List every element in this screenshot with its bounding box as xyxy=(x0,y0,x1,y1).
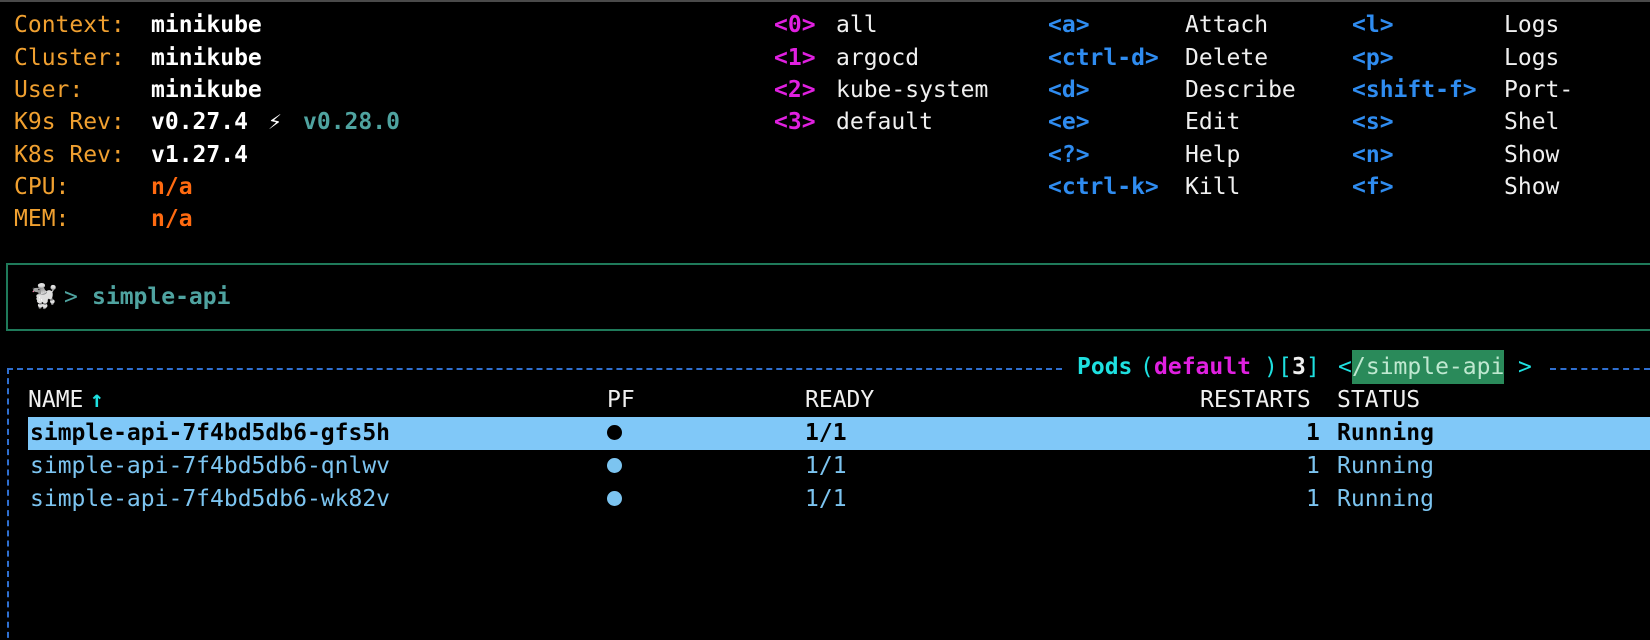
column-header-ready[interactable]: READY xyxy=(805,387,875,413)
command-prompt[interactable]: 🐩 > simple-api xyxy=(6,263,1650,331)
cluster-label: Cluster: xyxy=(14,45,125,71)
pod-status: Running xyxy=(1337,453,1434,479)
prompt-input-text[interactable]: simple-api xyxy=(92,284,231,310)
hotkey-logs-previous-desc: Logs xyxy=(1504,45,1560,71)
hotkey-port-forward-key[interactable]: <shift-f> xyxy=(1352,77,1477,103)
column-header-name[interactable]: NAME xyxy=(28,387,84,413)
k9s-rev-value: v0.27.4 xyxy=(151,109,248,135)
namespace-key-2[interactable]: <2> xyxy=(774,77,816,103)
column-header-restarts[interactable]: RESTARTS xyxy=(1200,387,1311,413)
pod-status: Running xyxy=(1337,486,1434,512)
k8s-rev-label: K8s Rev: xyxy=(14,142,125,168)
pod-name: simple-api-7f4bd5db6-gfs5h xyxy=(30,420,391,446)
hotkey-delete-key[interactable]: <ctrl-d> xyxy=(1048,45,1159,71)
hotkey-describe-desc: Describe xyxy=(1185,77,1296,103)
table-title-open-bracket: [ xyxy=(1278,354,1292,380)
hotkey-show-node-key[interactable]: <n> xyxy=(1352,142,1394,168)
pod-name: simple-api-7f4bd5db6-qnlwv xyxy=(30,453,391,479)
hotkey-logs-desc: Logs xyxy=(1504,12,1560,38)
hotkey-show-pf-desc: Show xyxy=(1504,174,1560,200)
pod-ready: 1/1 xyxy=(805,453,847,479)
namespace-key-1[interactable]: <1> xyxy=(774,45,816,71)
namespace-all[interactable]: all xyxy=(836,12,878,38)
table-title-resource: Pods xyxy=(1077,354,1133,380)
table-title-close-paren: ) xyxy=(1264,354,1278,380)
table-title-close-bracket: ] xyxy=(1306,354,1320,380)
column-header-status[interactable]: STATUS xyxy=(1337,387,1421,413)
table-row[interactable]: simple-api-7f4bd5db6-wk82v 1/1 1 Running xyxy=(28,483,1650,516)
hotkey-attach-key[interactable]: <a> xyxy=(1048,12,1090,38)
k9s-rev-label: K9s Rev: xyxy=(14,109,125,135)
namespace-key-0[interactable]: <0> xyxy=(774,12,816,38)
cpu-value: n/a xyxy=(151,174,193,200)
namespace-default[interactable]: default xyxy=(836,109,933,135)
hotkey-edit-desc: Edit xyxy=(1185,109,1241,135)
hotkey-show-node-desc: Show xyxy=(1504,142,1560,168)
table-frame-left xyxy=(7,368,9,640)
k9s-upgrade-version: v0.28.0 xyxy=(303,109,400,135)
hotkey-kill-key[interactable]: <ctrl-k> xyxy=(1048,174,1159,200)
mem-label: MEM: xyxy=(14,206,70,232)
table-title-namespace: default xyxy=(1154,354,1251,380)
namespace-kube-system[interactable]: kube-system xyxy=(836,77,989,103)
lightning-icon: ⚡ xyxy=(268,109,282,135)
sort-ascending-icon: ↑ xyxy=(90,387,104,413)
table-frame-top-left xyxy=(7,368,1062,370)
table-frame-top-right xyxy=(1550,368,1650,370)
hotkey-delete-desc: Delete xyxy=(1185,45,1269,71)
prompt-caret: > xyxy=(64,284,78,310)
hotkey-shell-key[interactable]: <s> xyxy=(1352,109,1394,135)
table-title-open-paren: ( xyxy=(1140,354,1154,380)
hotkey-logs-key[interactable]: <l> xyxy=(1352,12,1394,38)
user-value: minikube xyxy=(151,77,262,103)
hotkey-show-pf-key[interactable]: <f> xyxy=(1352,174,1394,200)
port-forward-indicator-icon xyxy=(607,450,622,483)
namespace-key-3[interactable]: <3> xyxy=(774,109,816,135)
poodle-icon: 🐩 xyxy=(30,284,59,310)
hotkey-shell-desc: Shel xyxy=(1504,109,1560,135)
context-label: Context: xyxy=(14,12,125,38)
hotkey-attach-desc: Attach xyxy=(1185,12,1269,38)
hotkey-port-forward-desc: Port- xyxy=(1504,77,1574,103)
pod-status: Running xyxy=(1337,420,1434,446)
pod-restarts: 1 xyxy=(1306,420,1320,446)
cluster-value: minikube xyxy=(151,45,262,71)
hotkey-kill-desc: Kill xyxy=(1185,174,1241,200)
pod-ready: 1/1 xyxy=(805,420,847,446)
pod-ready: 1/1 xyxy=(805,486,847,512)
hotkey-help-desc: Help xyxy=(1185,142,1241,168)
hotkey-logs-previous-key[interactable]: <p> xyxy=(1352,45,1394,71)
context-value: minikube xyxy=(151,12,262,38)
port-forward-indicator-icon xyxy=(607,417,622,450)
filter-open-bracket: < xyxy=(1338,354,1352,380)
hotkey-help-key[interactable]: <?> xyxy=(1048,142,1090,168)
user-label: User: xyxy=(14,77,84,103)
filter-close-bracket: > xyxy=(1518,354,1532,380)
k8s-rev-value: v1.27.4 xyxy=(151,142,248,168)
pod-restarts: 1 xyxy=(1306,453,1320,479)
pod-restarts: 1 xyxy=(1306,486,1320,512)
mem-value: n/a xyxy=(151,206,193,232)
active-filter: /simple-api xyxy=(1352,350,1505,384)
hotkey-edit-key[interactable]: <e> xyxy=(1048,109,1090,135)
table-row[interactable]: simple-api-7f4bd5db6-gfs5h 1/1 1 Running xyxy=(28,417,1650,450)
column-header-pf[interactable]: PF xyxy=(607,387,635,413)
cpu-label: CPU: xyxy=(14,174,70,200)
pod-name: simple-api-7f4bd5db6-wk82v xyxy=(30,486,391,512)
hotkey-describe-key[interactable]: <d> xyxy=(1048,77,1090,103)
table-title-count: 3 xyxy=(1292,354,1306,380)
table-row[interactable]: simple-api-7f4bd5db6-qnlwv 1/1 1 Running xyxy=(28,450,1650,483)
namespace-argocd[interactable]: argocd xyxy=(836,45,920,71)
port-forward-indicator-icon xyxy=(607,483,622,516)
